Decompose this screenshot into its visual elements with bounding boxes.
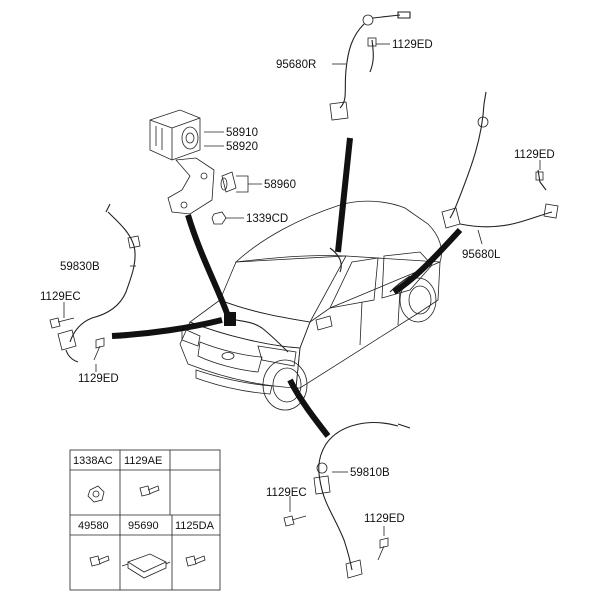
label-1129ED-bottom: 1129ED [364, 513, 405, 525]
bolt-1129EC [49, 317, 75, 329]
hecu-bracket [167, 157, 215, 215]
label-95680R: 95680R [276, 59, 316, 71]
hecu-body [149, 109, 201, 161]
rear-wheel [399, 277, 437, 323]
leader-lines [111, 137, 463, 438]
label-1339CD: 1339CD [246, 213, 288, 225]
door-line [359, 301, 363, 346]
label-58910: 58910 [226, 127, 258, 139]
table-border [69, 449, 221, 591]
side-window-rear [381, 251, 433, 299]
sensor-cable [69, 211, 136, 343]
label-1129EC-bottom: 1129EC [266, 487, 307, 499]
car-roof [234, 200, 442, 263]
rear-wiring [329, 247, 411, 293]
front-wiring [227, 317, 289, 353]
callout-lines [63, 43, 541, 536]
grommet [362, 14, 374, 26]
car-body [179, 200, 442, 411]
label-58920: 58920 [226, 141, 258, 153]
label-59810B: 59810B [350, 467, 390, 479]
label-59830B: 59830B [60, 261, 100, 273]
door-line [397, 289, 401, 326]
side-mirror [315, 315, 333, 331]
bushing-58960 [221, 171, 237, 193]
label-1129ED-left: 1129ED [78, 373, 119, 385]
yaw-sensor-icon [121, 553, 171, 579]
table-cell-95690: 95690 [128, 520, 159, 532]
side-window-front [329, 257, 379, 309]
headlight-right [257, 345, 297, 367]
sensor-95680R [329, 11, 411, 121]
rear-wheel-rim [408, 285, 432, 315]
grille [197, 341, 263, 373]
bolt-icon [185, 555, 206, 567]
abs-hecu-module [149, 109, 237, 225]
table-cell-1338AC: 1338AC [73, 455, 113, 467]
bolt-1129ED [93, 337, 105, 361]
leader-front-right [287, 378, 331, 438]
front-wheel [262, 359, 308, 411]
sensor-cable [449, 103, 485, 219]
nut-1339CD [211, 211, 227, 225]
leader-rear-right [335, 137, 353, 253]
leader-rear-left [392, 227, 463, 295]
label-95680L: 95680L [462, 249, 501, 261]
sensor-59810B [283, 422, 411, 579]
label-58960: 58960 [264, 179, 296, 191]
grommet [316, 462, 328, 474]
sensor-cable [339, 23, 365, 109]
label-1129EC-left: 1129EC [40, 291, 81, 303]
leader-hecu [185, 214, 231, 318]
leader-front-left [111, 317, 223, 339]
bolt-icon [139, 485, 160, 497]
sensor-59830B [49, 203, 141, 363]
side-body [295, 261, 441, 389]
table-cell-49580: 49580 [78, 520, 109, 532]
bolt-1129ED [377, 537, 389, 561]
part-labels: 58910 58920 58960 1339CD 95680R 1129ED 1… [40, 39, 555, 525]
headlight-left [181, 327, 201, 347]
bolt-icon [89, 555, 110, 567]
sensor-cable [318, 422, 399, 571]
label-1129ED-top: 1129ED [392, 39, 433, 51]
lower-intake [195, 369, 273, 395]
sensor-95680L [441, 91, 559, 229]
label-1129ED-right: 1129ED [514, 149, 555, 161]
windshield [219, 255, 347, 323]
parts-table: 1338AC 1129AE 49580 95690 1125DA [69, 449, 221, 591]
front-wheel-rim [272, 367, 302, 403]
emblem [221, 352, 235, 360]
bolt-1129EC [283, 515, 307, 527]
table-cell-1129AE: 1129AE [124, 455, 162, 467]
hecu-motor [181, 126, 199, 150]
nut-icon [87, 485, 105, 503]
table-cell-1125DA: 1125DA [175, 520, 215, 532]
